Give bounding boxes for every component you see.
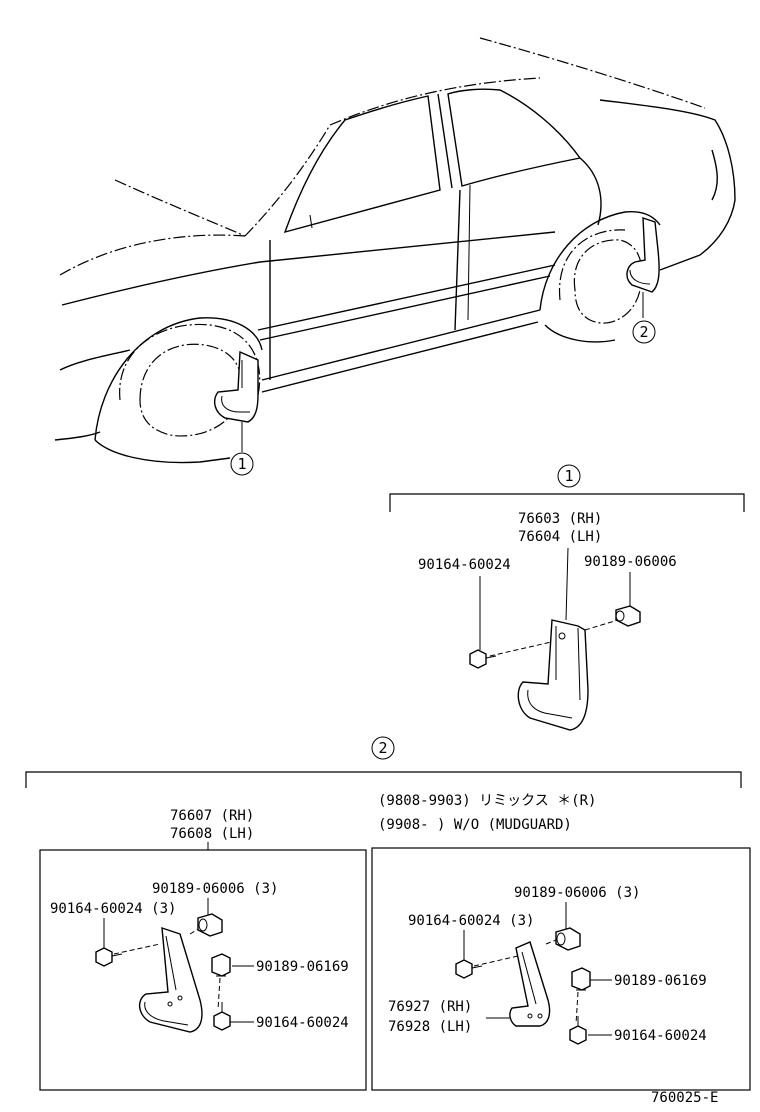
section-2-left-box: 90189-06006 (3) 90164-60024 (3) 90189-06… (39, 849, 367, 1091)
section-1-mudguard-rh-label: 76603 (RH) (518, 511, 602, 527)
callout-rear: 2 (639, 323, 648, 341)
left-box-grommet-label: 90189-06169 (256, 959, 349, 975)
section-1-mudguard-lh-label: 76604 (LH) (518, 529, 602, 545)
car-illustration: 1 2 (54, 37, 736, 476)
section-2-note-line-2: (9908- ) W/O (MUDGUARD) (378, 817, 572, 833)
section-1-clip-part (615, 605, 641, 627)
section-1-screw-part (469, 649, 497, 669)
section-2-note-line-1: (9808-9903) リミックス ＊(R) (378, 793, 596, 809)
right-box-protector-lh-label: 76928 (LH) (388, 1019, 472, 1035)
section-1: 1 76603 (RH) 76604 (LH) 90164-60024 9018… (389, 464, 745, 731)
left-box-clip-label: 90189-06006 (3) (152, 881, 278, 897)
callout-front: 1 (237, 455, 246, 473)
section-1-number: 1 (564, 467, 573, 485)
left-box-bolt-label: 90164-60024 (256, 1015, 349, 1031)
left-box-screw-label: 90164-60024 (3) (50, 901, 176, 917)
section-2-mudguard-lh-label: 76608 (LH) (170, 826, 254, 842)
section-1-clip-label: 90189-06006 (584, 554, 677, 570)
right-box-protector-rh-label: 76927 (RH) (388, 999, 472, 1015)
section-1-screw-label: 90164-60024 (418, 557, 511, 573)
right-box-screw-label: 90164-60024 (3) (408, 913, 534, 929)
section-1-mudguard-part (517, 619, 589, 731)
right-box-clip-label: 90189-06006 (3) (514, 885, 640, 901)
illustration-code: 760025-E (651, 1090, 718, 1106)
section-2-mudguard-rh-label: 76607 (RH) (170, 808, 254, 824)
right-box-bolt-label: 90164-60024 (614, 1028, 707, 1044)
section-2-right-box: 90189-06006 (3) 90164-60024 (3) 90189-06… (371, 847, 751, 1091)
section-2-number: 2 (378, 739, 387, 757)
right-box-grommet-label: 90189-06169 (614, 973, 707, 989)
section-2: 2 76607 (RH) 76608 (LH) (9808-9903) リミック… (25, 736, 751, 1091)
